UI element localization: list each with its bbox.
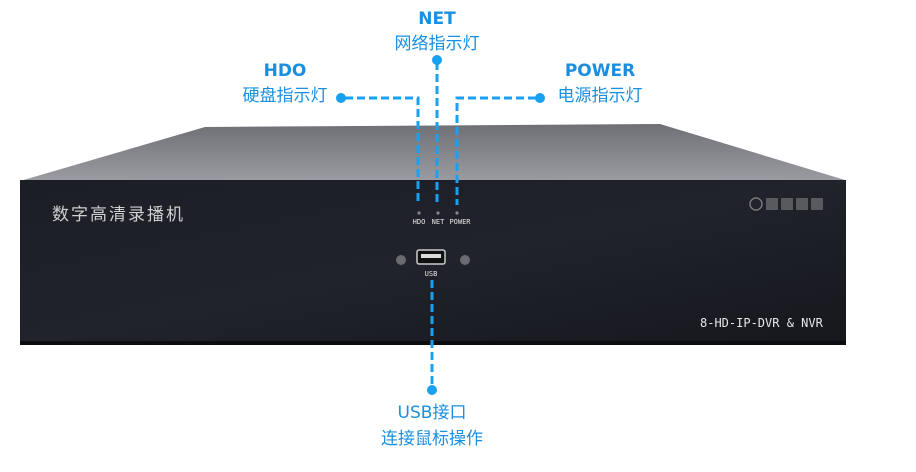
net-callout-desc: 网络指示灯: [395, 34, 480, 54]
power-callout-dot: [535, 93, 545, 103]
hdd-callout-line: [345, 96, 420, 205]
net-callout-title: NET: [418, 9, 456, 29]
usb-callout-desc: 连接鼠标操作: [381, 429, 483, 449]
hdd-callout-title: HDO: [264, 61, 307, 81]
device-front-title: 数字高清录播机: [52, 205, 185, 225]
power-indicator-label: POWER: [449, 218, 471, 226]
net-led: [436, 211, 440, 215]
screw-icon: [396, 255, 406, 265]
net-callout-dot: [432, 55, 442, 65]
usb-callout-dot: [427, 385, 437, 395]
net-indicator-label: NET: [432, 218, 445, 226]
power-led: [455, 211, 459, 215]
model-label: 8-HD-IP-DVR & NVR: [700, 316, 824, 330]
power-callout-line: [455, 96, 536, 205]
usb-port-tongue: [421, 254, 441, 258]
usb-label: USB: [425, 270, 438, 278]
usb-callout-title: USB接口: [398, 403, 467, 423]
hdd-indicator-label: HDO: [413, 218, 426, 226]
power-callout-desc: 电源指示灯: [558, 86, 643, 106]
hdd-led: [417, 211, 421, 215]
hdd-callout-dot: [336, 93, 346, 103]
brand-logo: [749, 197, 823, 211]
device-top-face: [20, 124, 845, 181]
power-callout-title: POWER: [565, 61, 635, 81]
hdd-callout-desc: 硬盘指示灯: [243, 86, 328, 106]
screw-icon: [460, 255, 470, 265]
